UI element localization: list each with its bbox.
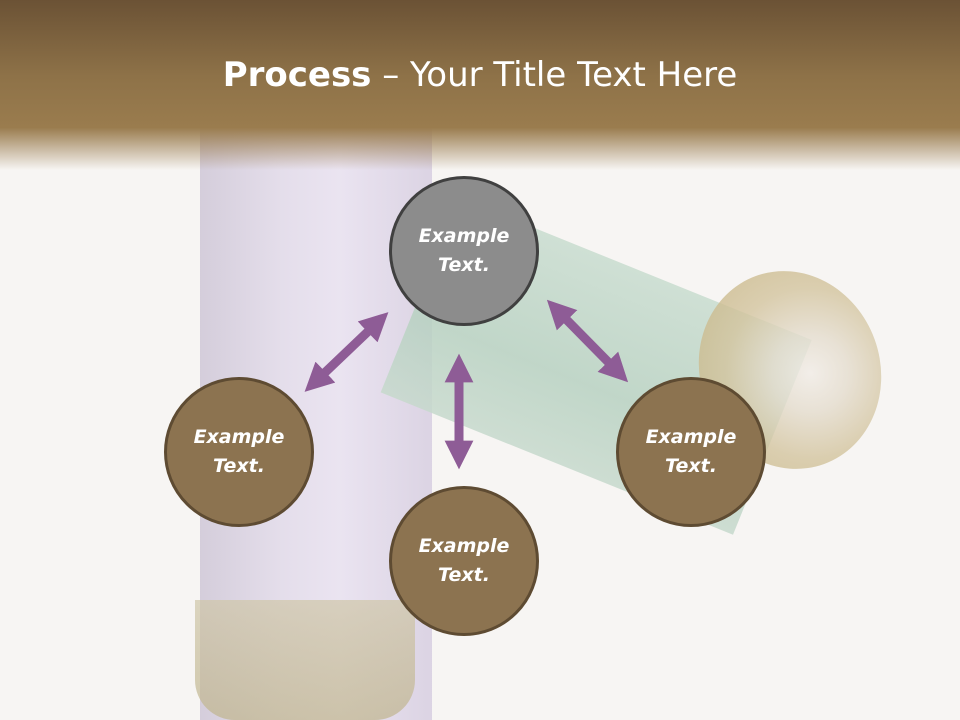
process-node-bottom[interactable]: Example Text. [389,486,539,636]
title-rest: – Your Title Text Here [371,55,738,95]
background-shell-base [195,600,415,720]
process-node-top[interactable]: Example Text. [389,176,539,326]
node-right-label: Example Text. [645,426,737,477]
title-bar: Process – Your Title Text Here [0,0,960,170]
process-node-left[interactable]: Example Text. [164,377,314,527]
node-left-label: Example Text. [193,426,285,477]
slide-title[interactable]: Process – Your Title Text Here [0,50,960,100]
title-bold: Process [222,55,372,95]
arrow-top-left[interactable] [304,312,389,392]
process-node-right[interactable]: Example Text. [616,377,766,527]
node-bottom-label: Example Text. [418,535,510,586]
node-top-label: Example Text. [418,225,510,276]
arrow-top-right[interactable] [546,299,629,383]
